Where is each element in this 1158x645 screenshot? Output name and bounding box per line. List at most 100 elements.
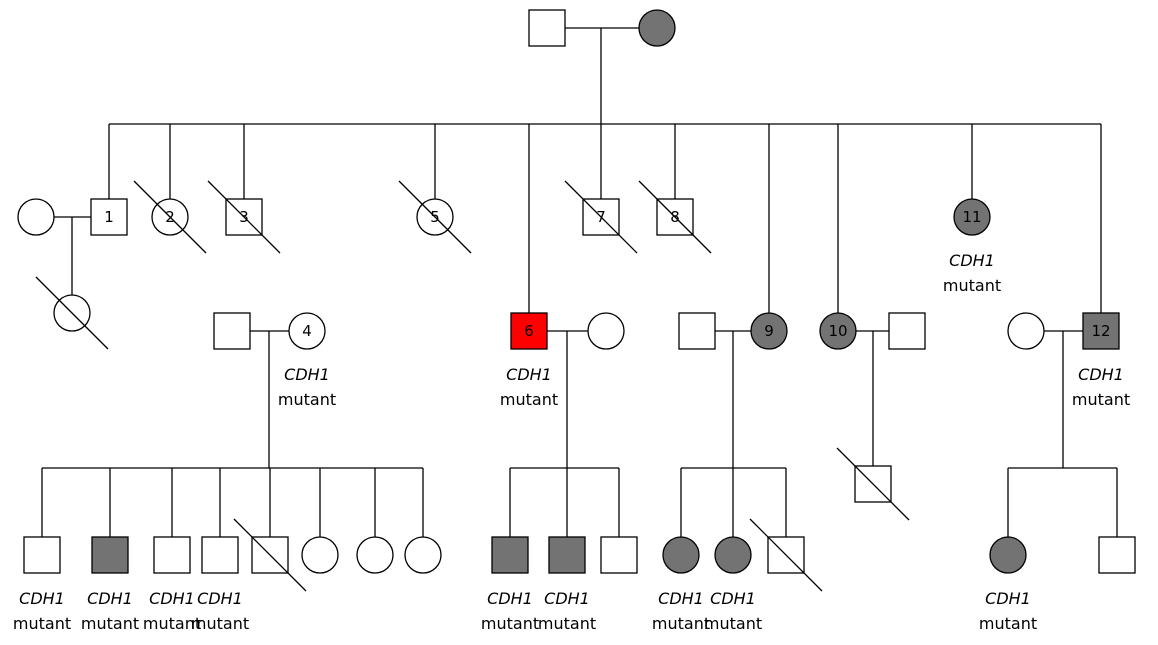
male-square: [201, 536, 239, 574]
deceased-slash: [35, 276, 109, 350]
individual-5: 5: [398, 180, 472, 254]
mutation-label: mutant: [13, 614, 71, 633]
male-square: [1082, 312, 1120, 350]
individual-c6b: [548, 536, 586, 574]
mutation-label: mutant: [704, 614, 762, 633]
deceased-slash: [398, 180, 472, 254]
male-square: [1098, 536, 1136, 574]
individual-c9b: [714, 536, 752, 574]
individual-8: 8: [638, 180, 712, 254]
individual-number: 6: [524, 322, 534, 340]
mutation-label: mutant: [943, 276, 1001, 295]
individual-c4e: [233, 518, 307, 592]
deceased-slash: [133, 180, 207, 254]
male-square: [153, 536, 191, 574]
individual-number: 3: [239, 208, 249, 226]
individual-3: 3: [207, 180, 281, 254]
individual-10: 10: [819, 312, 857, 350]
female-circle: [819, 312, 857, 350]
individual-s12: [1007, 312, 1045, 350]
individual-g1f: [638, 9, 676, 47]
individual-4: 4: [288, 312, 326, 350]
deceased-slash: [233, 518, 307, 592]
individual-number: 11: [962, 208, 981, 226]
individual-11: 11: [953, 198, 991, 236]
individual-number: 4: [302, 322, 312, 340]
deceased-slash: [638, 180, 712, 254]
male-square: [91, 536, 129, 574]
female-circle: [714, 536, 752, 574]
female-circle: [1007, 312, 1045, 350]
gene-label: CDH1: [506, 365, 552, 384]
mutation-label: mutant: [979, 614, 1037, 633]
female-circle: [17, 198, 55, 236]
gene-label: CDH1: [197, 589, 243, 608]
deceased-slash: [564, 180, 638, 254]
female-circle: [301, 536, 339, 574]
individual-c12a: [989, 536, 1027, 574]
gene-label: CDH1: [658, 589, 704, 608]
individual-number: 7: [596, 208, 606, 226]
individual-6: 6: [510, 312, 548, 350]
mutation-label: mutant: [1072, 390, 1130, 409]
individual-c4f: [301, 536, 339, 574]
individual-c10a: [836, 447, 910, 521]
mutation-label: mutant: [143, 614, 201, 633]
male-square: [548, 536, 586, 574]
individual-c1: [35, 276, 109, 350]
female-circle: [638, 9, 676, 47]
deceased-slash: [207, 180, 281, 254]
individual-c4d: [201, 536, 239, 574]
gene-label: CDH1: [710, 589, 756, 608]
deceased-slash: [836, 447, 910, 521]
mutation-label: mutant: [191, 614, 249, 633]
gene-label: CDH1: [1078, 365, 1124, 384]
mutation-label: mutant: [481, 614, 539, 633]
individual-2: 2: [133, 180, 207, 254]
male-square: [90, 198, 128, 236]
individual-number: 8: [670, 208, 680, 226]
individual-number: 1: [104, 208, 114, 226]
individual-c4c: [153, 536, 191, 574]
male-square: [23, 536, 61, 574]
gene-label: CDH1: [949, 251, 995, 270]
gene-label: CDH1: [985, 589, 1031, 608]
individual-s1: [17, 198, 55, 236]
individual-c12b: [1098, 536, 1136, 574]
individual-12: 12: [1082, 312, 1120, 350]
individual-c4h: [404, 536, 442, 574]
individual-c9c: [749, 518, 823, 592]
individual-7: 7: [564, 180, 638, 254]
male-square: [888, 312, 926, 350]
male-square: [600, 536, 638, 574]
gene-label: CDH1: [284, 365, 330, 384]
female-circle: [953, 198, 991, 236]
individual-number: 10: [828, 322, 847, 340]
male-square: [510, 312, 548, 350]
mutation-label: mutant: [500, 390, 558, 409]
male-square: [491, 536, 529, 574]
individual-9: 9: [750, 312, 788, 350]
female-circle: [356, 536, 394, 574]
female-circle: [288, 312, 326, 350]
relationship-lines: [41, 27, 1118, 537]
individual-c4g: [356, 536, 394, 574]
individual-number: 12: [1091, 322, 1110, 340]
mutation-label: mutant: [278, 390, 336, 409]
individual-c4a: [23, 536, 61, 574]
male-square: [528, 9, 566, 47]
male-square: [678, 312, 716, 350]
gene-label: CDH1: [487, 589, 533, 608]
individual-c6a: [491, 536, 529, 574]
gene-label: CDH1: [149, 589, 195, 608]
mutation-label: mutant: [652, 614, 710, 633]
deceased-slash: [749, 518, 823, 592]
individual-g1m: [528, 9, 566, 47]
male-square: [213, 312, 251, 350]
gene-label: CDH1: [87, 589, 133, 608]
individual-number: 5: [430, 208, 440, 226]
individual-1: 1: [90, 198, 128, 236]
individual-s10: [888, 312, 926, 350]
